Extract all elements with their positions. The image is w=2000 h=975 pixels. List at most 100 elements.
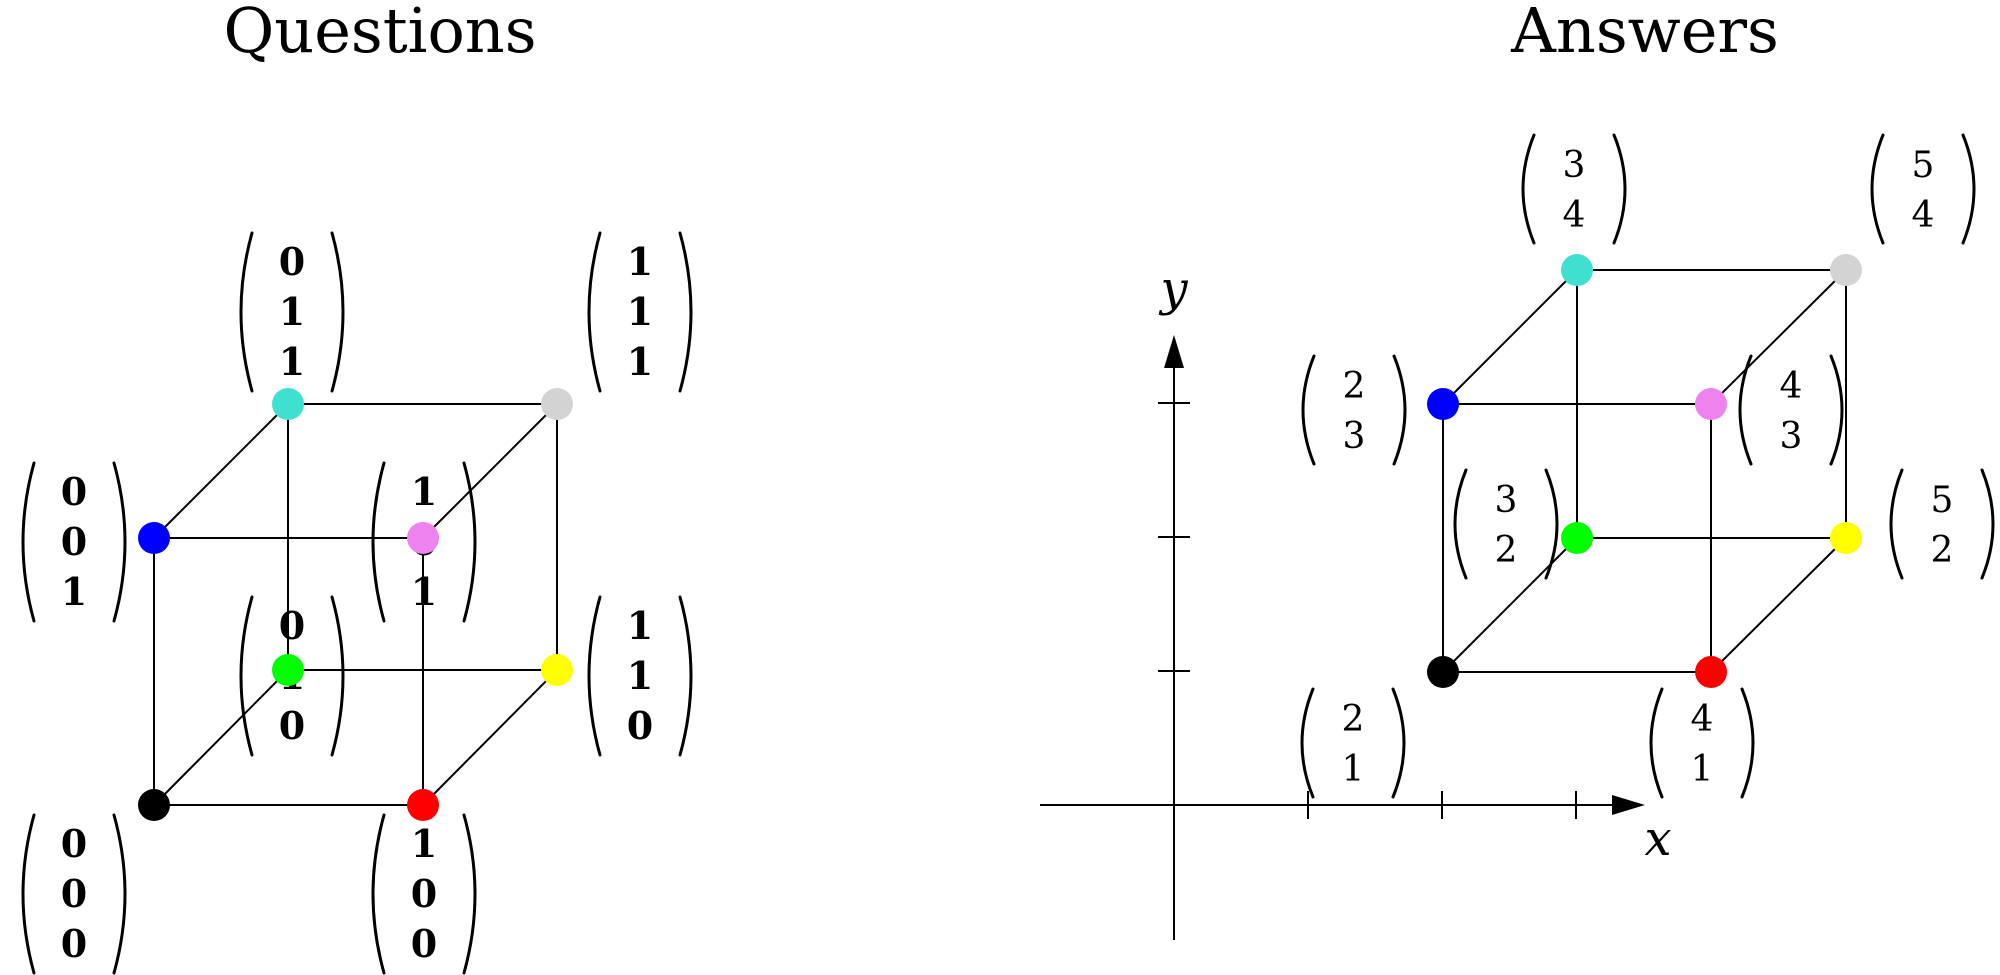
- questions-vertex-green: [272, 654, 304, 686]
- questions-vertex-yellow: [541, 654, 573, 686]
- questions-vertex-red: [407, 789, 439, 821]
- questions-vector-red-entry: 1: [411, 821, 437, 866]
- questions-vector-gray-entry: 1: [627, 339, 653, 384]
- answers-vector-violet-entry: 4: [1780, 366, 1803, 407]
- questions-cube-edges: [153, 403, 558, 806]
- questions-vector-labels: 000100010110001101011111: [21, 231, 693, 975]
- answers-vector-violet-right-paren: [1829, 354, 1844, 466]
- answers-edge-red-yellow: [1710, 537, 1847, 673]
- questions-cube: 000100010110001101011111: [21, 231, 693, 975]
- questions-vector-black-left-paren: [21, 813, 36, 975]
- questions-vector-green-entry: 0: [279, 703, 305, 748]
- answers-vector-yellow-left-paren: [1889, 468, 1904, 580]
- answers-vertex-yellow: [1830, 522, 1862, 554]
- questions-vertex-gray: [541, 388, 573, 420]
- answers-edge-black-green: [1442, 537, 1578, 673]
- answers-vector-cyan-entry: 3: [1563, 145, 1586, 186]
- questions-vector-yellow-entry: 1: [627, 603, 653, 648]
- questions-vector-yellow: 1 1 0: [587, 595, 693, 757]
- questions-vector-green-right-paren: [330, 595, 345, 757]
- questions-vector-red-entry: 0: [411, 921, 437, 966]
- answers-vector-red-left-paren: [1649, 687, 1664, 799]
- answers-vector-blue: 23: [1301, 354, 1407, 466]
- questions-vector-blue-entry: 0: [61, 519, 87, 564]
- answers-edge-violet-gray: [1710, 269, 1847, 405]
- questions-vector-blue-entry: 0: [61, 469, 87, 514]
- questions-vector-yellow-entry: 1: [627, 653, 653, 698]
- questions-vector-cyan-entry: 1: [279, 339, 305, 384]
- questions-vector-red: 100: [371, 813, 477, 975]
- questions-vector-black-entry: 0: [61, 871, 87, 916]
- questions-vector-green-entry: 0: [279, 603, 305, 648]
- questions-vector-blue: 001: [21, 461, 127, 623]
- answers-vector-cyan-right-paren: [1612, 133, 1627, 245]
- answers-vector-gray: 54: [1870, 133, 1976, 245]
- answers-vector-cyan-entry: 4: [1563, 195, 1586, 236]
- answers-vector-yellow-right-paren: [1980, 468, 1995, 580]
- answers-vector-violet-left-paren: [1738, 354, 1753, 466]
- answers-vector-violet-entry: 3: [1780, 416, 1803, 457]
- questions-vector-black: 000: [21, 813, 127, 975]
- questions-vector-violet-right-paren: [462, 461, 477, 623]
- questions-vector-violet-entry: 1: [411, 569, 437, 614]
- answers-vector-cyan-left-paren: [1521, 133, 1536, 245]
- questions-vertex-black: [138, 789, 170, 821]
- questions-vector-cyan-entry: 1: [279, 289, 305, 334]
- answers-vector-blue-entry: 3: [1343, 416, 1366, 457]
- questions-vector-cyan: 0 1 1: [239, 231, 345, 393]
- answers-vector-red-right-paren: [1740, 687, 1755, 799]
- answers-vertex-red: [1695, 656, 1727, 688]
- answers-vector-ghost-entry: 2: [1342, 699, 1365, 740]
- answers-vector-violet: 43: [1738, 354, 1844, 466]
- questions-vector-green-left-paren: [239, 595, 254, 757]
- answers-vector-ghost-left-paren: [1300, 687, 1315, 799]
- answers-vector-red-entry: 4: [1691, 699, 1714, 740]
- answers-vector-ghost: 21: [1300, 687, 1406, 799]
- answers-vector-cyan: 34: [1521, 133, 1627, 245]
- questions-vector-gray-left-paren: [587, 231, 602, 393]
- y-axis-label: y: [1158, 261, 1188, 317]
- questions-vector-gray-entry: 1: [627, 289, 653, 334]
- answers-vector-green-entry: 3: [1495, 480, 1518, 521]
- answers-axes: xy: [1040, 261, 1672, 940]
- answers-vertex-cyan: [1561, 254, 1593, 286]
- questions-edge-red-yellow: [422, 669, 558, 806]
- questions-vector-cyan-left-paren: [239, 231, 254, 393]
- answers-vector-gray-left-paren: [1870, 133, 1885, 245]
- questions-vector-yellow-entry: 0: [627, 703, 653, 748]
- questions-vector-gray-right-paren: [678, 231, 693, 393]
- questions-vertex-violet: [407, 522, 439, 554]
- questions-vertex-cyan: [272, 388, 304, 420]
- questions-vector-black-entry: 0: [61, 921, 87, 966]
- questions-title: Questions: [223, 0, 536, 67]
- answers-vector-green: 32: [1453, 468, 1559, 580]
- answers-cube-edges: [1442, 269, 1847, 673]
- questions-vector-cyan-entry: 0: [279, 239, 305, 284]
- questions-vector-black-right-paren: [112, 813, 127, 975]
- answers-vector-gray-right-paren: [1961, 133, 1976, 245]
- questions-vector-red-right-paren: [462, 813, 477, 975]
- questions-edge-black-green: [153, 669, 289, 806]
- answers-vector-ghost-entry: 1: [1342, 749, 1365, 790]
- questions-vertex-blue: [138, 522, 170, 554]
- answers-vector-gray-entry: 5: [1912, 145, 1935, 186]
- x-axis-arrow: [1612, 795, 1645, 815]
- questions-vector-red-left-paren: [371, 813, 386, 975]
- answers-vector-yellow-entry: 5: [1931, 480, 1954, 521]
- x-axis-label: x: [1644, 811, 1671, 867]
- answers-vector-green-entry: 2: [1495, 530, 1518, 571]
- answers-vertex-gray: [1830, 254, 1862, 286]
- answers-vector-red: 41: [1649, 687, 1755, 799]
- questions-vector-blue-right-paren: [112, 461, 127, 623]
- questions-edge-blue-cyan: [153, 403, 289, 539]
- questions-vector-yellow-left-paren: [587, 595, 602, 757]
- questions-vector-blue-left-paren: [21, 461, 36, 623]
- questions-vector-yellow-right-paren: [678, 595, 693, 757]
- answers-vector-gray-entry: 4: [1912, 195, 1935, 236]
- answers-vertex-black: [1427, 656, 1459, 688]
- answers-vertex-green: [1561, 522, 1593, 554]
- questions-vector-cyan-right-paren: [330, 231, 345, 393]
